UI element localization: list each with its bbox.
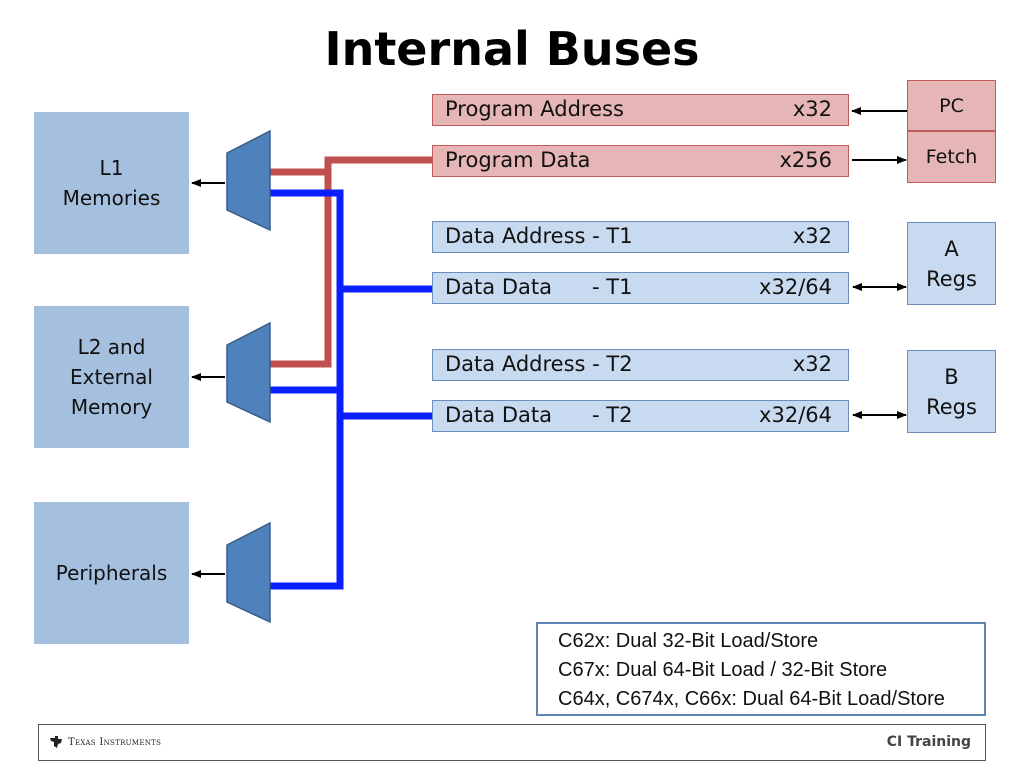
company-name: Texas Instruments bbox=[68, 736, 162, 748]
device-notes-box: C62x: Dual 32-Bit Load/Store C67x: Dual … bbox=[536, 622, 986, 716]
peripherals-block: Peripherals bbox=[34, 502, 189, 644]
program-address-bus: Program Address x32 bbox=[432, 94, 849, 126]
bus-label: Program Data bbox=[445, 148, 591, 172]
l1-memories-block: L1 Memories bbox=[34, 112, 189, 254]
bus-label: Program Address bbox=[445, 97, 624, 121]
bus-width: x256 bbox=[779, 148, 832, 172]
slide-title: Internal Buses bbox=[324, 22, 700, 76]
bus-label: Data Address - T2 bbox=[445, 352, 633, 376]
pc-block: PC bbox=[907, 80, 996, 131]
data-address-t1-bus: Data Address - T1 x32 bbox=[432, 221, 849, 253]
ti-logo-icon bbox=[50, 736, 62, 748]
bus-label: Data Data - T1 bbox=[445, 275, 633, 299]
ti-brand: Texas Instruments bbox=[49, 735, 161, 749]
data-data-t1-bus: Data Data - T1 x32/64 bbox=[432, 272, 849, 304]
footer-bar: Texas Instruments CI Training bbox=[38, 724, 986, 761]
l1-mux bbox=[226, 129, 271, 232]
l2-mux bbox=[226, 321, 271, 424]
data-bus-wire bbox=[270, 189, 432, 590]
l2-external-memory-block: L2 and External Memory bbox=[34, 306, 189, 448]
a-regs-block: A Regs bbox=[907, 222, 996, 305]
bus-label: Data Data - T2 bbox=[445, 403, 633, 427]
program-data-bus: Program Data x256 bbox=[432, 145, 849, 177]
bus-width: x32 bbox=[792, 352, 832, 376]
fetch-block: Fetch bbox=[907, 131, 996, 183]
bus-width: x32/64 bbox=[759, 275, 832, 299]
b-regs-block: B Regs bbox=[907, 350, 996, 433]
note-line: C62x: Dual 32-Bit Load/Store bbox=[558, 630, 819, 652]
note-line: C64x, C674x, C66x: Dual 64-Bit Load/Stor… bbox=[558, 688, 945, 710]
note-line: C67x: Dual 64-Bit Load / 32-Bit Store bbox=[558, 659, 888, 681]
data-data-t2-bus: Data Data - T2 x32/64 bbox=[432, 400, 849, 432]
bus-width: x32 bbox=[792, 224, 832, 248]
data-address-t2-bus: Data Address - T2 x32 bbox=[432, 349, 849, 381]
bus-width: x32/64 bbox=[759, 403, 832, 427]
program-data-wire bbox=[270, 156, 432, 368]
peripherals-mux bbox=[226, 521, 271, 624]
bus-width: x32 bbox=[792, 97, 832, 121]
ci-training-label: CI Training bbox=[886, 734, 971, 750]
bus-label: Data Address - T1 bbox=[445, 224, 633, 248]
